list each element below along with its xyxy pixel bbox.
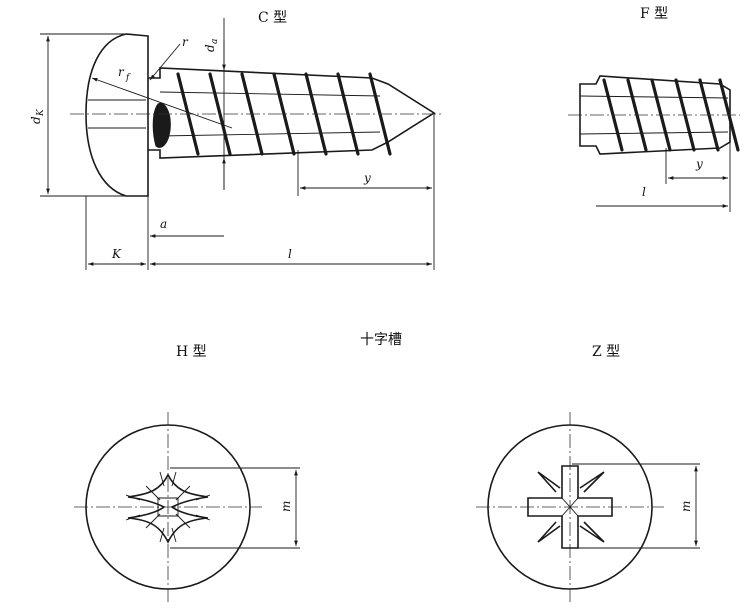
r-label: r xyxy=(182,35,189,49)
pan-head-outline xyxy=(85,33,149,197)
a-label: a xyxy=(160,217,167,231)
c-type-side-view: C 型 r r f d a d K y a K l xyxy=(29,10,442,270)
h-m-label: m xyxy=(279,501,293,512)
z-type-title: Z 型 xyxy=(592,344,620,360)
h-type-top-view: H 型 m xyxy=(74,344,300,604)
thread-crest xyxy=(272,72,296,156)
r-leader xyxy=(149,43,181,81)
y-label: y xyxy=(363,171,371,185)
rf-label-sub: f xyxy=(125,73,131,83)
thread-shade xyxy=(152,102,171,148)
f-type-title: F 型 xyxy=(640,6,668,22)
da-label-d: d xyxy=(203,44,217,52)
da-label-sub: a xyxy=(210,39,220,44)
f-y-label: y xyxy=(695,157,703,171)
dk-label-sub: K xyxy=(36,108,46,117)
rf-label-r: r xyxy=(118,65,125,79)
head-slot xyxy=(88,99,146,129)
h-type-title: H 型 xyxy=(176,344,207,360)
f-l-label: l xyxy=(642,185,646,199)
rf-leader xyxy=(91,77,233,129)
f-type-side-view: F 型 y l xyxy=(568,6,740,212)
dk-label-d: d xyxy=(29,116,43,124)
l-label: l xyxy=(288,247,292,261)
c-type-title: C 型 xyxy=(258,10,287,26)
phillips-recess xyxy=(127,473,209,544)
z-m-label: m xyxy=(679,501,693,512)
k-label: K xyxy=(111,247,122,261)
z-type-top-view: Z 型 m xyxy=(476,344,700,604)
cross-recess-title: 十字槽 xyxy=(360,332,402,348)
pozidriv-rays xyxy=(537,471,605,543)
